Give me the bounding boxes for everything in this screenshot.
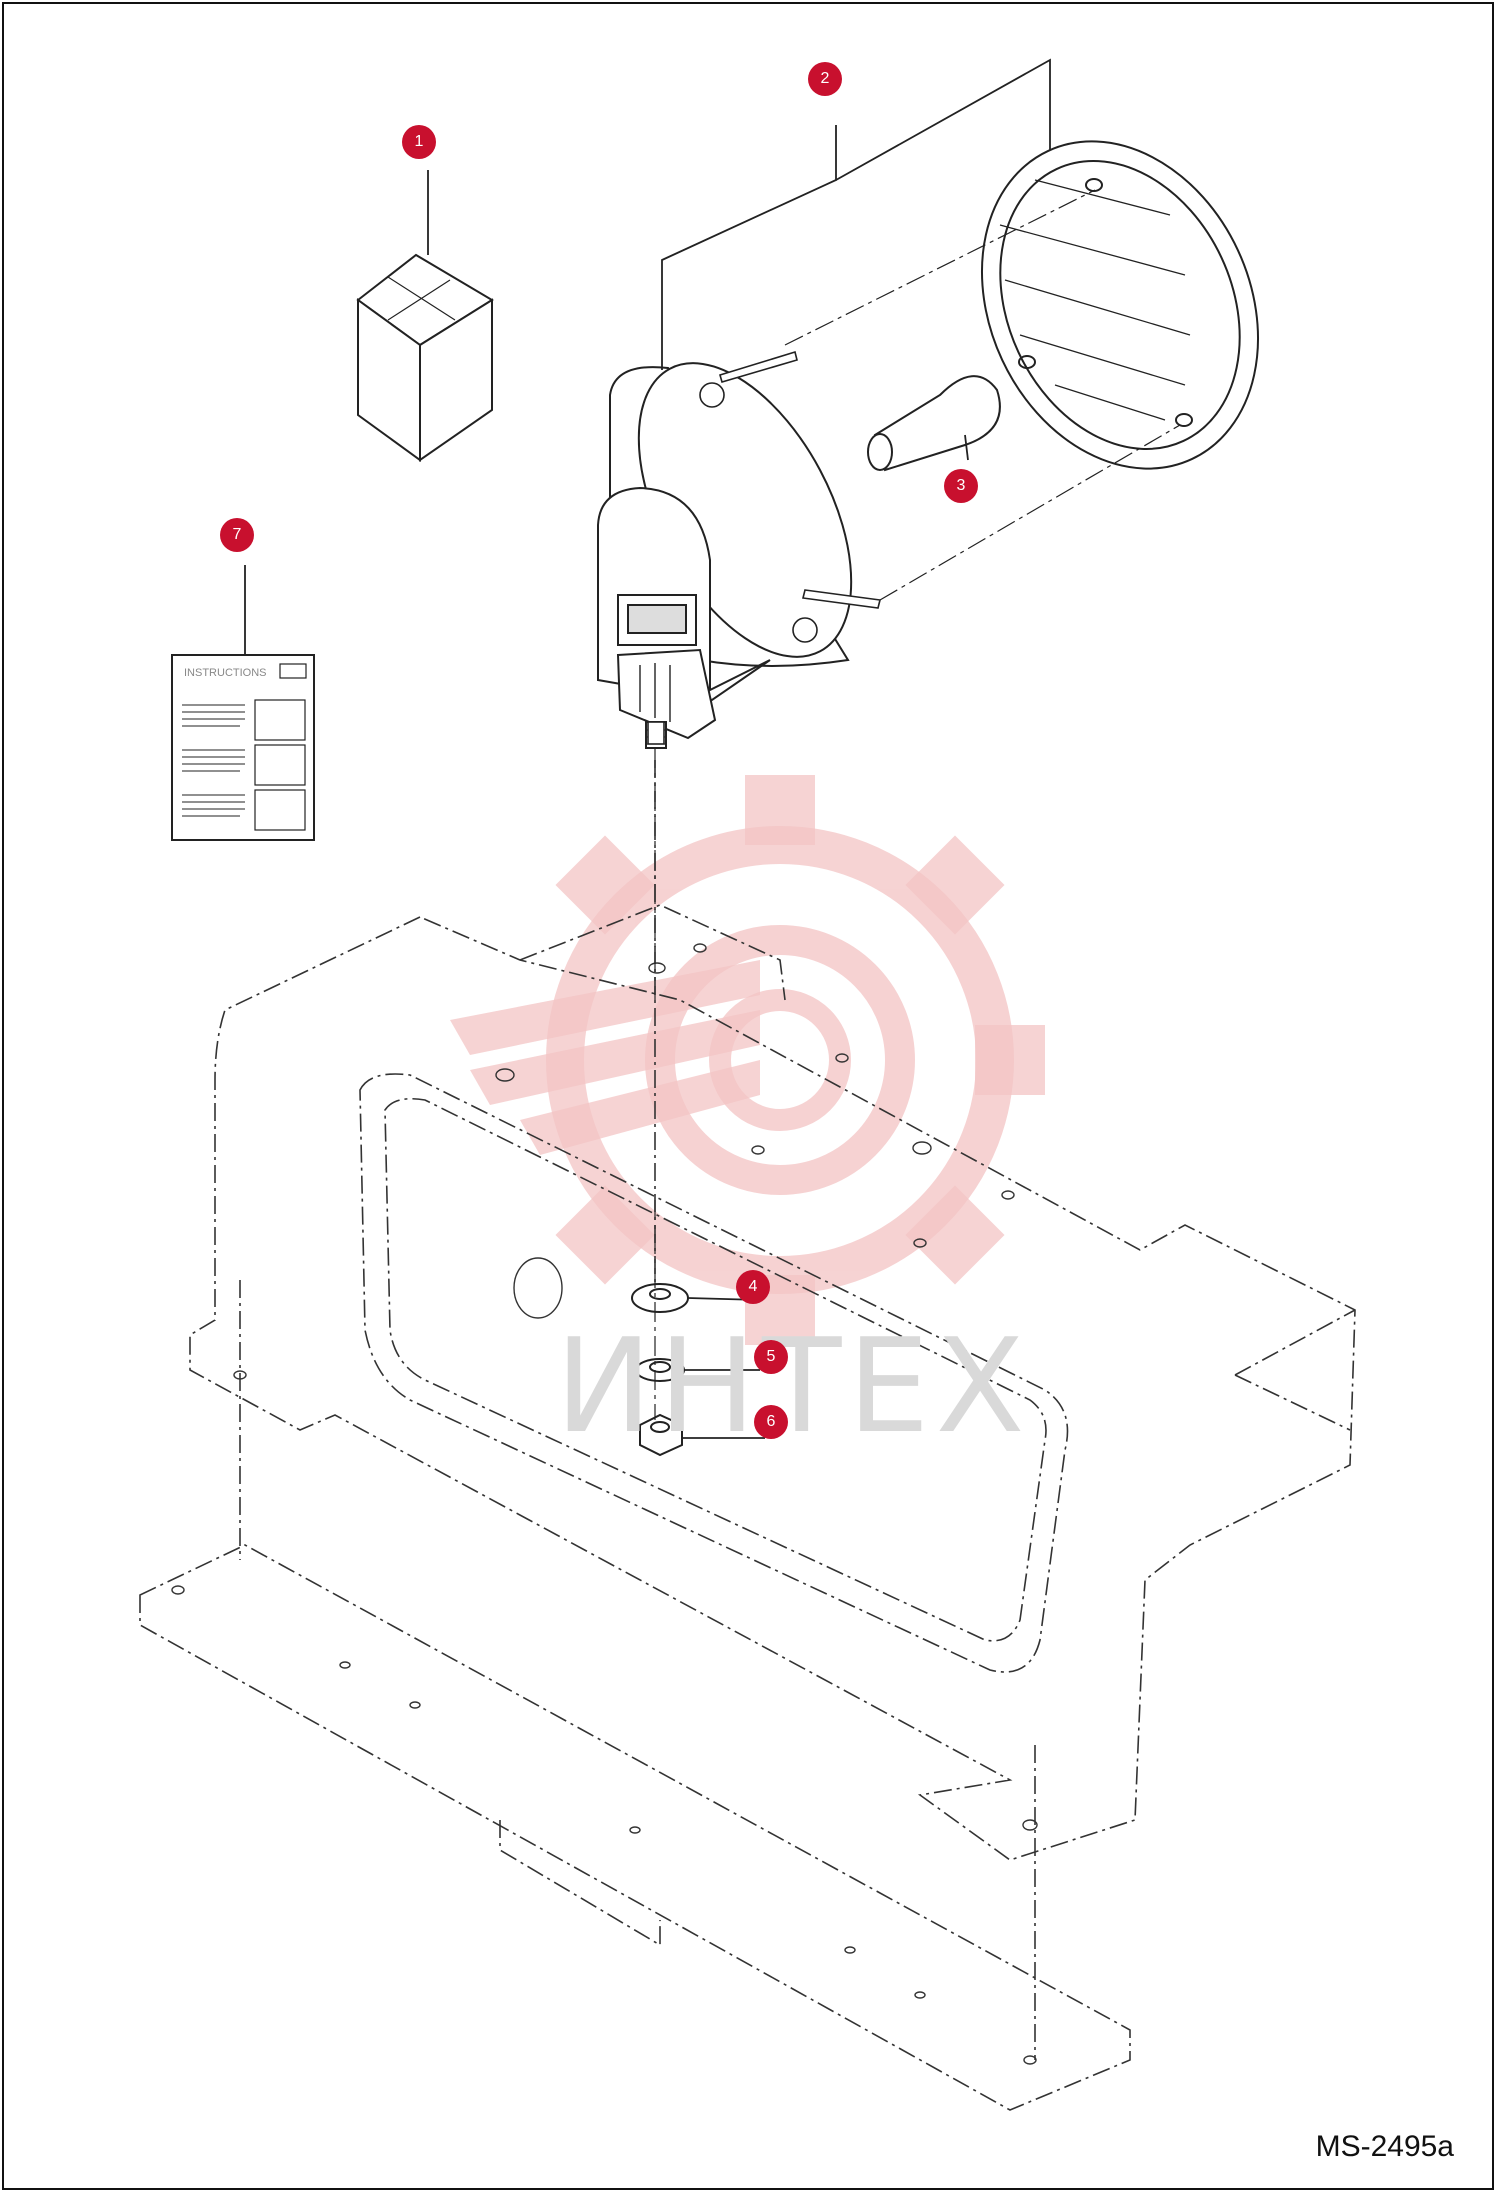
callout-7[interactable]: 7 [220,518,254,552]
watermark-gear-teeth [555,775,1045,1345]
part-1-box [356,253,494,462]
instruction-sheet-title: INSTRUCTIONS [184,667,267,679]
part-2-bezel-ring [981,140,1259,470]
watermark-speed-lines [450,960,760,1155]
part-6-hex-nut [639,1413,683,1457]
frame-holes [171,943,1038,2065]
mount-stud [647,721,665,745]
centerlines [654,189,1181,1420]
part-4-flat-washer [631,1283,689,1313]
callout-5[interactable]: 5 [754,1340,788,1374]
leader-lines [244,58,1051,1439]
part-7-instruction-sheet [171,654,315,841]
callout-3[interactable]: 3 [944,469,978,503]
mounting-frame [139,760,1356,2111]
bezel-screws [699,350,881,643]
callout-6[interactable]: 6 [754,1405,788,1439]
callout-1[interactable]: 1 [402,125,436,159]
drawing-id: MS-2495a [1315,2130,1454,2163]
callout-4[interactable]: 4 [736,1270,770,1304]
part-2-work-light [597,362,853,749]
callout-2[interactable]: 2 [808,62,842,96]
part-3-bulb [867,375,1001,472]
part-5-lock-washer [635,1358,685,1382]
watermark-text: ИНТЕХ [555,1310,1031,1462]
